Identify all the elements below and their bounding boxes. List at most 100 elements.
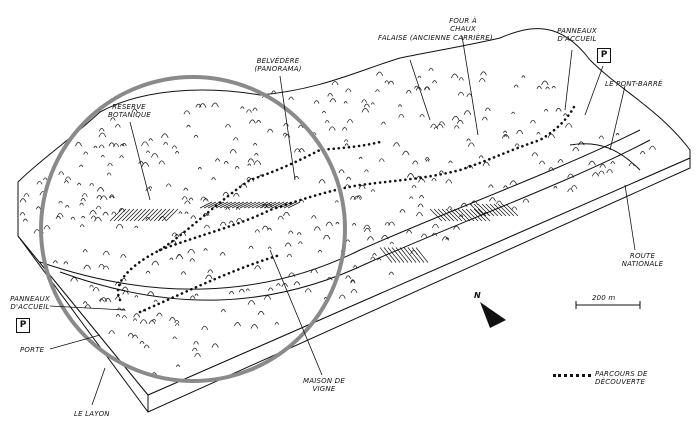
vine-row bbox=[153, 208, 167, 222]
tree-mark bbox=[92, 287, 100, 292]
tree-mark bbox=[447, 206, 453, 210]
tree-mark bbox=[84, 304, 91, 309]
tree-mark bbox=[313, 226, 321, 231]
vine-row bbox=[149, 208, 163, 222]
tree-mark bbox=[599, 163, 606, 168]
tree-mark bbox=[274, 322, 280, 325]
tree-mark bbox=[102, 211, 109, 216]
tree-mark bbox=[263, 295, 272, 300]
tree-mark bbox=[514, 143, 520, 147]
leader-lines bbox=[49, 35, 636, 406]
label-panneaux-accueil-left: Panneaux d'accueil bbox=[10, 295, 50, 311]
tree-mark bbox=[318, 179, 326, 184]
tree-mark bbox=[420, 233, 428, 238]
tree-mark bbox=[513, 84, 519, 88]
vine-row bbox=[429, 208, 443, 222]
vine-row bbox=[231, 201, 245, 209]
tree-mark bbox=[246, 109, 252, 113]
label-reserve-botanique: Réserve botanique bbox=[108, 103, 151, 119]
tree-mark bbox=[222, 191, 230, 196]
tree-mark bbox=[323, 234, 331, 240]
tree-mark bbox=[531, 152, 539, 157]
tree-mark bbox=[423, 86, 431, 91]
tree-mark bbox=[406, 173, 415, 178]
tree-mark bbox=[187, 248, 196, 254]
tree-mark bbox=[254, 229, 260, 233]
highlight-circle bbox=[39, 75, 347, 383]
tree-mark bbox=[79, 224, 85, 228]
tree-mark bbox=[89, 183, 94, 186]
vine-row bbox=[497, 203, 511, 217]
tree-mark bbox=[536, 85, 542, 90]
tree-mark bbox=[399, 209, 406, 213]
tree-mark bbox=[171, 145, 178, 149]
tree-mark bbox=[485, 107, 491, 112]
vine-row bbox=[239, 201, 253, 209]
tree-mark bbox=[375, 89, 380, 93]
tree-mark bbox=[615, 133, 620, 136]
tree-mark bbox=[428, 67, 434, 71]
tree-mark bbox=[225, 123, 231, 128]
tree-mark bbox=[331, 80, 339, 86]
tree-mark bbox=[43, 177, 48, 181]
vine-row bbox=[469, 203, 483, 217]
tree-mark bbox=[174, 234, 180, 238]
tree-mark bbox=[367, 236, 374, 241]
tree-mark bbox=[96, 187, 105, 192]
vine-row bbox=[259, 201, 273, 209]
tree-mark bbox=[381, 121, 386, 125]
vine-row bbox=[157, 208, 171, 222]
tree-mark bbox=[448, 160, 453, 164]
tree-mark bbox=[372, 253, 377, 256]
tree-mark bbox=[98, 144, 105, 149]
tree-mark bbox=[496, 200, 503, 205]
tree-mark bbox=[547, 133, 555, 139]
tree-mark bbox=[233, 192, 240, 197]
tree-mark bbox=[183, 187, 189, 191]
tree-mark bbox=[90, 215, 97, 219]
tree-mark bbox=[146, 150, 150, 154]
label-le-layon: Le Layon bbox=[74, 410, 110, 418]
tree-mark bbox=[409, 196, 414, 199]
tree-mark bbox=[169, 257, 174, 261]
tree-mark bbox=[454, 125, 460, 129]
legend-parcours-label: Parcours de découverte bbox=[595, 370, 648, 386]
vine-row bbox=[133, 208, 147, 222]
tree-mark bbox=[35, 206, 41, 210]
tree-mark bbox=[131, 108, 138, 113]
tree-mark bbox=[345, 275, 351, 279]
tree-mark bbox=[183, 110, 191, 115]
tree-mark bbox=[109, 195, 114, 199]
tree-mark bbox=[298, 148, 305, 153]
tree-mark bbox=[376, 71, 383, 76]
tree-mark bbox=[509, 180, 518, 186]
tree-mark bbox=[298, 241, 303, 245]
tree-mark bbox=[145, 187, 152, 192]
tree-mark bbox=[267, 227, 272, 231]
label-falaise: Falaise (ancienne carrière) bbox=[378, 34, 493, 42]
tree-mark bbox=[171, 232, 178, 236]
tree-mark bbox=[481, 116, 488, 121]
tree-mark bbox=[276, 283, 281, 286]
tree-mark bbox=[175, 151, 180, 154]
tree-mark bbox=[94, 216, 102, 222]
tree-mark bbox=[539, 160, 546, 165]
tree-mark bbox=[96, 195, 103, 199]
tree-mark bbox=[640, 151, 646, 155]
tree-mark bbox=[127, 332, 134, 337]
tree-mark bbox=[55, 215, 61, 220]
tree-mark bbox=[43, 225, 51, 230]
tree-mark bbox=[565, 123, 573, 128]
tree-mark bbox=[342, 127, 348, 131]
tree-mark bbox=[541, 80, 549, 86]
tree-mark bbox=[544, 108, 549, 112]
tree-mark bbox=[175, 254, 184, 260]
tree-mark bbox=[350, 280, 356, 284]
tree-mark bbox=[249, 119, 256, 124]
tree-mark bbox=[417, 203, 424, 208]
tree-mark bbox=[121, 143, 127, 147]
tree-mark bbox=[81, 215, 86, 219]
tree-mark bbox=[211, 102, 219, 108]
tree-mark bbox=[133, 313, 140, 318]
